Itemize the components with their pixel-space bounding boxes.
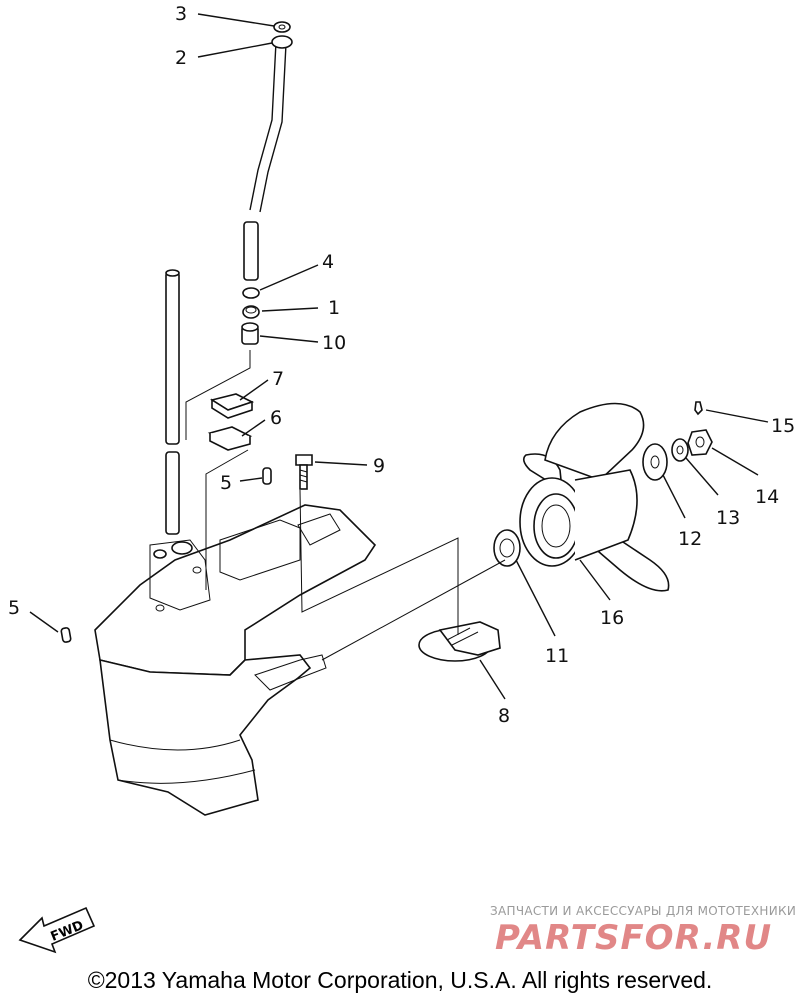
leader-lines bbox=[29, 13, 769, 700]
callout-1: 1 bbox=[328, 297, 340, 319]
watermark-logo: PARTSFOR.RU bbox=[495, 918, 773, 958]
part-8-anode bbox=[418, 621, 501, 662]
part-9-bolt bbox=[295, 454, 313, 490]
part-16-propeller bbox=[519, 402, 670, 592]
drive-shaft bbox=[165, 269, 180, 535]
callout-7: 7 bbox=[272, 368, 284, 390]
part-14-nut bbox=[687, 429, 713, 456]
part-5-pin-upper bbox=[262, 467, 272, 485]
callout-12: 12 bbox=[678, 528, 702, 550]
copyright-notice: ©2013 Yamaha Motor Corporation, U.S.A. A… bbox=[87, 967, 713, 993]
callout-11: 11 bbox=[545, 645, 569, 667]
callout-10: 10 bbox=[322, 332, 346, 354]
callout-4: 4 bbox=[322, 251, 334, 273]
callout-9: 9 bbox=[373, 455, 385, 477]
part-1-bushing bbox=[242, 305, 260, 319]
callout-5-lower: 5 bbox=[8, 597, 20, 619]
part-13-washer bbox=[671, 438, 689, 462]
part-15-cotter-pin bbox=[694, 401, 703, 416]
part-11-thrust-washer bbox=[493, 529, 521, 567]
callout-3: 3 bbox=[175, 3, 187, 25]
part-12-spacer bbox=[642, 443, 668, 481]
callout-15: 15 bbox=[771, 415, 795, 437]
part-4-washer bbox=[242, 287, 260, 299]
callout-13: 13 bbox=[716, 507, 740, 529]
shift-rod bbox=[243, 41, 287, 281]
part-6-plate bbox=[207, 426, 253, 451]
part-3-nut bbox=[273, 21, 291, 33]
callout-14: 14 bbox=[755, 486, 779, 508]
fwd-arrow-icon: FWD bbox=[18, 906, 96, 954]
part-2-grommet bbox=[271, 35, 293, 49]
watermark-caption: ЗАПЧАСТИ И АКСЕССУАРЫ ДЛЯ МОТОТЕХНИКИ bbox=[490, 904, 797, 918]
part-7-plate bbox=[209, 393, 255, 419]
lower-unit-housing bbox=[94, 504, 377, 816]
callout-8: 8 bbox=[498, 705, 510, 727]
callout-6: 6 bbox=[270, 407, 282, 429]
callout-2: 2 bbox=[175, 47, 187, 69]
callout-16: 16 bbox=[600, 607, 624, 629]
part-5-pin-lower bbox=[60, 627, 72, 643]
callouts: 3 2 4 1 10 7 6 5 9 5 8 11 16 12 13 14 15 bbox=[8, 3, 795, 727]
part-10-collar bbox=[241, 322, 259, 345]
callout-5-upper: 5 bbox=[220, 472, 232, 494]
